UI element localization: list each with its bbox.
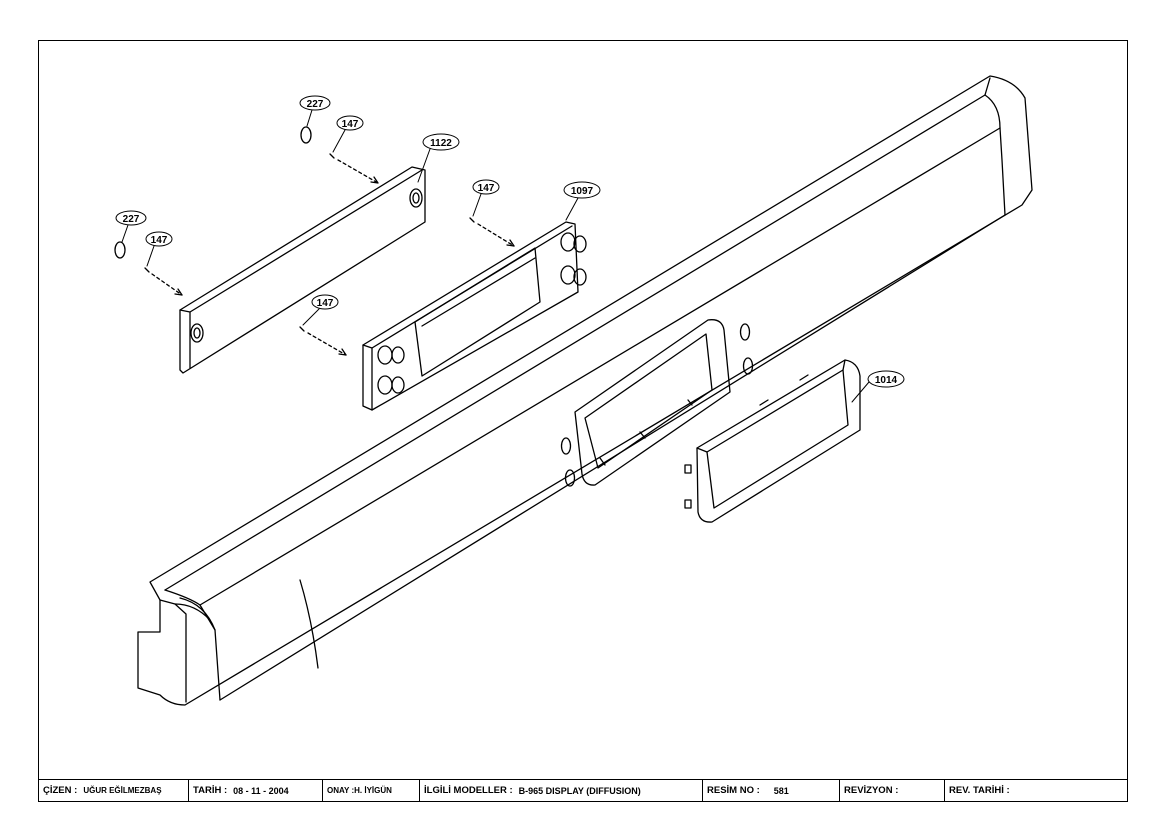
callout-147-d: 147 xyxy=(302,294,339,326)
cizen-cell: ÇİZEN : UĞUR EĞİLMEZBAŞ xyxy=(39,780,189,801)
callout-147-b: 147 xyxy=(145,231,173,267)
cizen-label: ÇİZEN : xyxy=(43,785,78,796)
svg-text:147: 147 xyxy=(478,183,495,194)
screw-147-d xyxy=(299,326,347,356)
modeller-value: B-965 DISPLAY (DIFFUSION) xyxy=(518,785,641,796)
cizen-value: UĞUR EĞİLMEZBAŞ xyxy=(83,786,162,795)
callout-1097: 1097 xyxy=(563,181,601,221)
rev-tarihi-cell: REV. TARİHİ : xyxy=(945,780,1127,801)
svg-text:227: 227 xyxy=(123,214,140,225)
svg-text:1097: 1097 xyxy=(571,186,594,197)
tarih-cell: TARİH : 08 - 11 - 2004 xyxy=(189,780,323,801)
part-1014-bezel xyxy=(684,359,861,523)
revizyon-cell: REVİZYON : xyxy=(840,780,945,801)
callout-1014: 1014 xyxy=(851,370,905,403)
modeller-label: İLGİLİ MODELLER : xyxy=(424,785,513,796)
svg-text:147: 147 xyxy=(342,119,359,130)
part-1122-plate xyxy=(179,166,426,374)
svg-text:227: 227 xyxy=(307,99,324,110)
resim-label: RESİM NO : xyxy=(707,785,760,796)
onay-label: ONAY : xyxy=(327,786,355,795)
exploded-assembly-drawing: 227 147 1122 227 147 147 xyxy=(114,75,1033,706)
resim-value: 581 xyxy=(773,785,789,796)
svg-text:147: 147 xyxy=(151,235,168,246)
onay-cell: ONAY : H. İYİGÜN xyxy=(323,780,420,801)
part-1097-pcb xyxy=(362,221,587,411)
callout-1122: 1122 xyxy=(417,133,460,183)
modeller-cell: İLGİLİ MODELLER : B-965 DISPLAY (DIFFUSI… xyxy=(420,780,703,801)
title-block: ÇİZEN : UĞUR EĞİLMEZBAŞ TARİH : 08 - 11 … xyxy=(38,779,1128,802)
svg-text:1122: 1122 xyxy=(430,138,452,149)
part-227-washer-a xyxy=(300,126,312,144)
callout-147-a: 147 xyxy=(332,115,364,153)
svg-text:147: 147 xyxy=(317,298,334,309)
rev-tarihi-label: REV. TARİHİ : xyxy=(949,785,1010,796)
svg-text:1014: 1014 xyxy=(875,375,898,386)
callout-147-c: 147 xyxy=(472,179,500,217)
screw-147-a xyxy=(329,153,379,184)
callout-227-a: 227 xyxy=(299,95,331,127)
screw-147-b xyxy=(144,267,183,296)
resim-cell: RESİM NO : 581 xyxy=(703,780,840,801)
main-housing xyxy=(137,75,1033,706)
part-227-washer-b xyxy=(114,241,126,259)
onay-value: H. İYİGÜN xyxy=(354,786,392,795)
tarih-value: 08 - 11 - 2004 xyxy=(233,785,289,796)
revizyon-label: REVİZYON : xyxy=(844,785,899,796)
tarih-label: TARİH : xyxy=(193,785,228,796)
callout-227-b: 227 xyxy=(115,210,147,243)
screw-147-c xyxy=(469,217,515,247)
